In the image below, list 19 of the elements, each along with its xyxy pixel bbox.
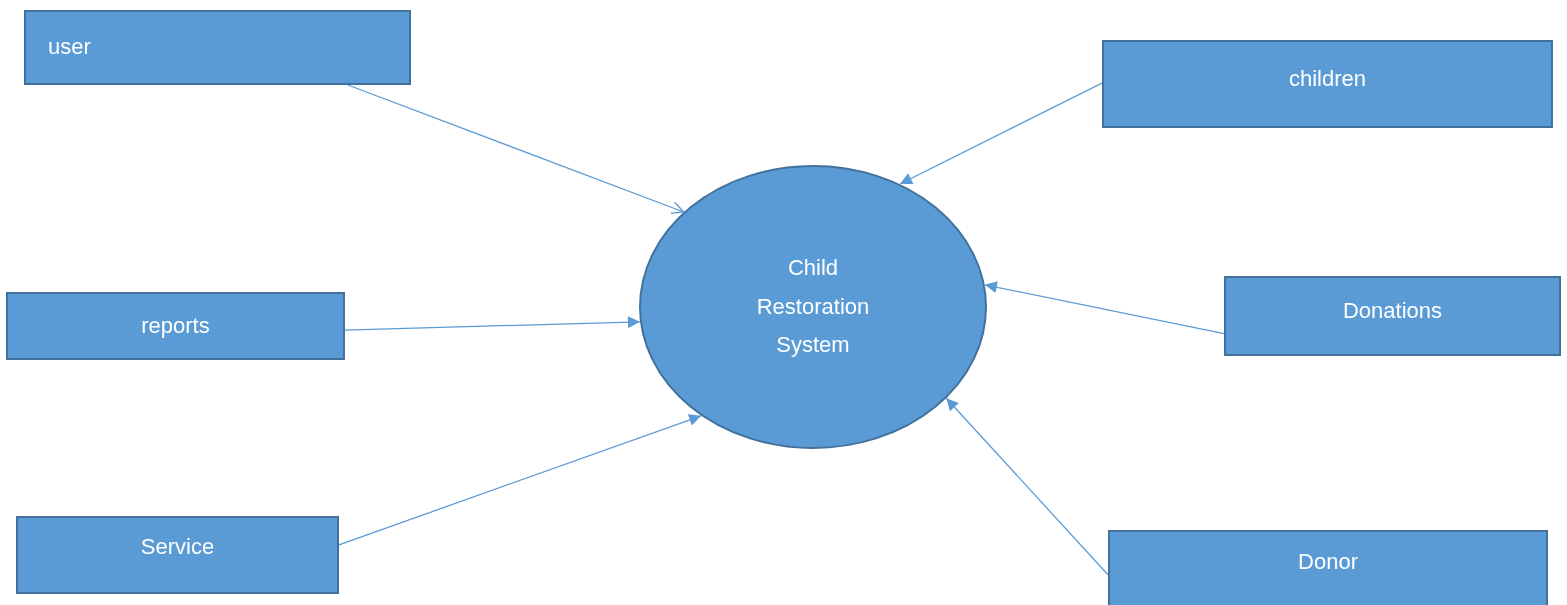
entity-box — [16, 516, 339, 594]
arrow — [347, 84, 685, 215]
entity-box — [24, 10, 411, 85]
arrow — [344, 316, 641, 331]
node-label: Donations — [1342, 297, 1443, 325]
entity-box — [1102, 40, 1553, 128]
entity-box — [6, 292, 345, 360]
arrow — [984, 281, 1225, 335]
arrow — [338, 414, 702, 546]
entity-box — [1108, 530, 1548, 605]
arrow — [899, 82, 1103, 185]
node-label: Child Restoration System — [755, 254, 871, 360]
node-label: user — [48, 33, 91, 62]
node-label: Service — [140, 533, 215, 561]
node-label: reports — [141, 311, 210, 340]
arrow — [945, 397, 1109, 576]
entity-box — [1224, 276, 1561, 356]
node-label: Donor — [1298, 548, 1358, 576]
node-label: children — [1288, 65, 1366, 93]
